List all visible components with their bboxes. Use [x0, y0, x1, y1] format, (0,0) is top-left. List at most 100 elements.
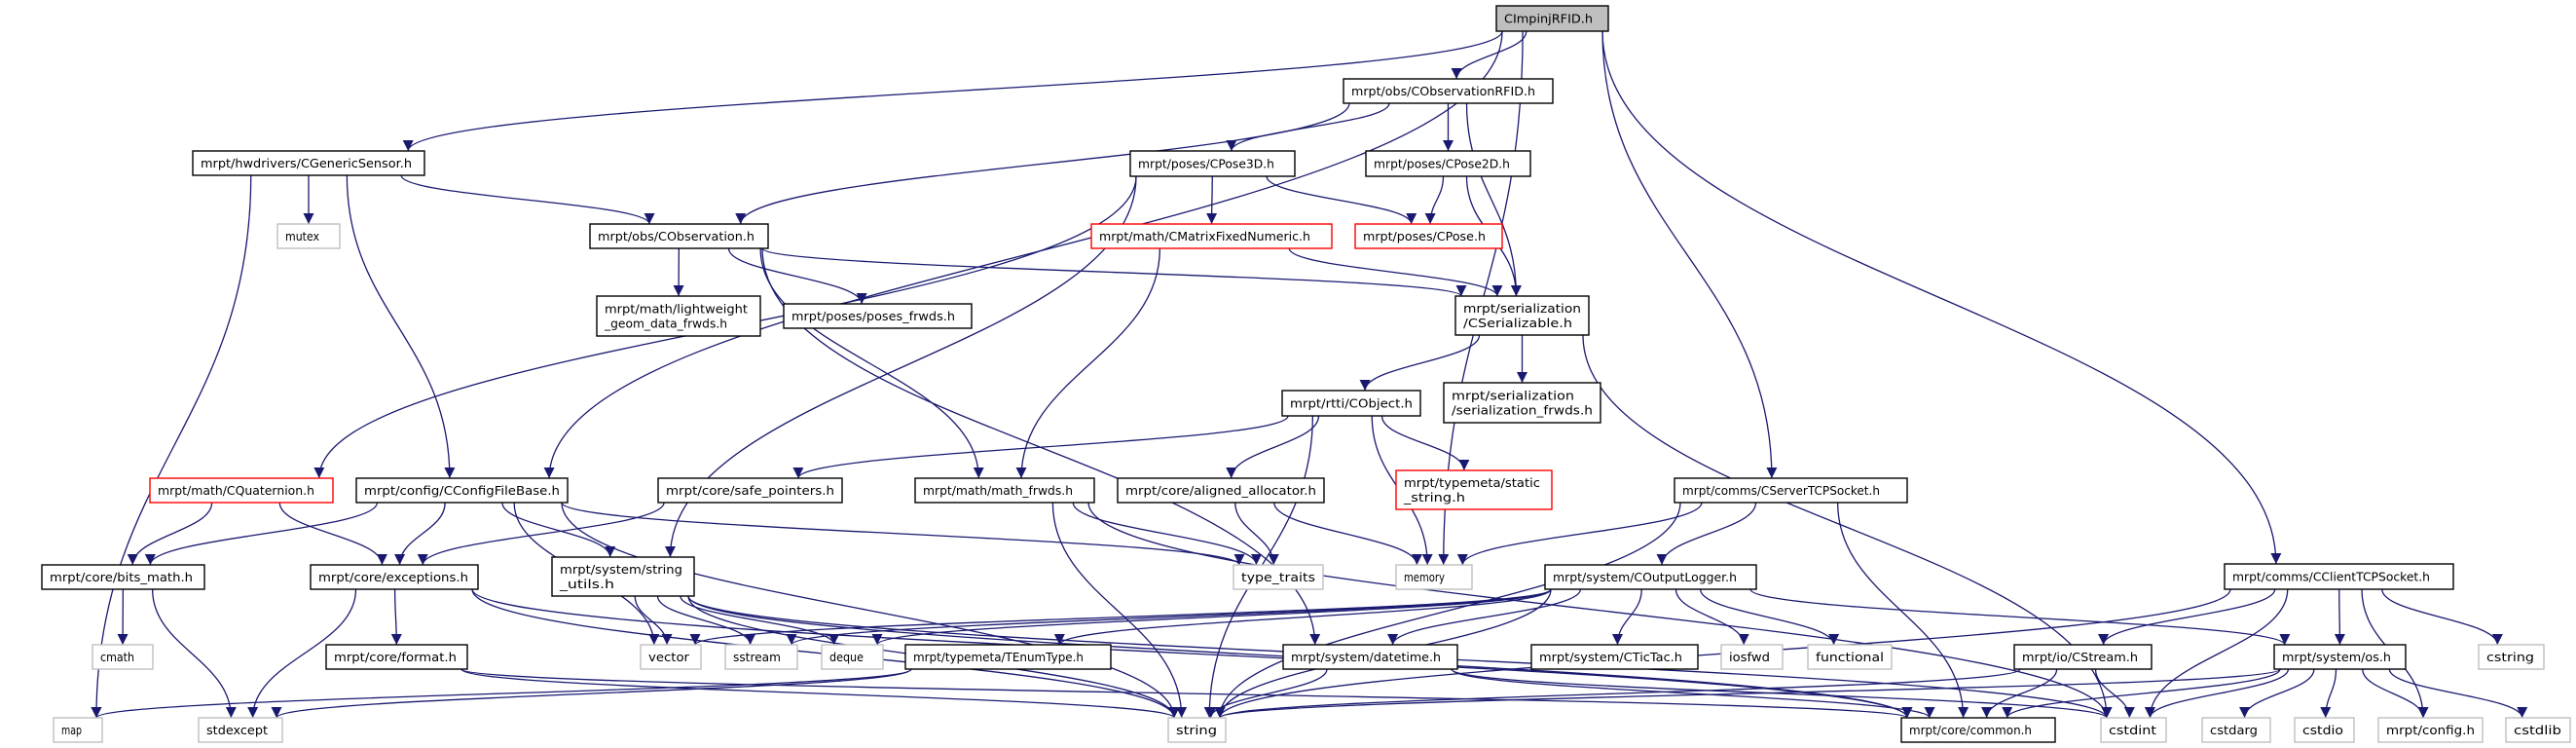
edge-clienttcp-to-cstring	[2381, 588, 2503, 646]
node-pose[interactable]: mrpt/poses/CPose.h	[1354, 223, 1503, 249]
node-common[interactable]: mrpt/core/common.h	[1900, 717, 2056, 743]
node-box	[1544, 564, 1757, 590]
node-exceptions[interactable]: mrpt/core/exceptions.h	[310, 564, 479, 590]
node-box	[1167, 717, 1227, 743]
node-root[interactable]: CImpinjRFID.h	[1495, 5, 1609, 32]
node-observation[interactable]: mrpt/obs/CObservation.h	[589, 223, 769, 249]
node-string: string	[1167, 717, 1227, 743]
node-label: mrpt/obs/CObservation.h	[598, 229, 754, 243]
node-stream[interactable]: mrpt/io/CStream.h	[2013, 644, 2153, 670]
edge-pose2d-to-pose	[1424, 175, 1445, 225]
node-pose2d[interactable]: mrpt/poses/CPose2D.h	[1365, 150, 1531, 177]
edge-clienttcp-to-cstdint	[2144, 588, 2289, 719]
node-outputlogger[interactable]: mrpt/system/COutputLogger.h	[1544, 564, 1757, 590]
node-box	[1530, 644, 1699, 670]
node-cstdarg: cstdarg	[2201, 717, 2271, 743]
edge-cobject-to-safeptr	[792, 415, 1289, 479]
nodes-layer: CImpinjRFID.h mrpt/obs/CObservationRFID.h…	[41, 5, 2571, 743]
edge-format-to-string	[460, 668, 1180, 719]
node-box	[1395, 564, 1473, 590]
node-mathfrwds[interactable]: mrpt/math/math_frwds.h	[914, 477, 1095, 504]
node-box	[904, 644, 1112, 670]
node-gensensor[interactable]: mrpt/hwdrivers/CGenericSensor.h	[192, 150, 425, 176]
edge-mathfrwds-to-cstdint	[1087, 502, 2113, 719]
node-servertcp[interactable]: mrpt/comms/CServerTCPSocket.h	[1674, 477, 1908, 504]
edge-observation-to-serializable	[761, 247, 1467, 297]
node-box	[53, 717, 103, 743]
node-label: mrpt/core/aligned_allocator.h	[1125, 483, 1316, 498]
node-box	[1129, 150, 1296, 177]
node-box	[640, 644, 702, 670]
node-box	[2377, 717, 2484, 743]
node-label: cstdarg	[2210, 723, 2258, 737]
node-box	[1117, 477, 1325, 504]
node-label: mrpt/comms/CServerTCPSocket.h	[1682, 483, 1880, 498]
node-label: cstdlib	[2514, 723, 2561, 737]
edge-gensensor-to-map	[91, 174, 252, 719]
edge-datetime-to-cstdint	[1451, 668, 2113, 719]
node-label: string	[1176, 723, 1217, 737]
node-box	[198, 717, 283, 743]
node-box	[2273, 644, 2407, 670]
edge-outputlogger-to-tenum	[1054, 588, 1552, 646]
node-deque: deque	[821, 644, 884, 670]
edge-obsrfid-to-serializable	[1465, 102, 1522, 297]
node-label: mrpt/comms/CClientTCPSocket.h	[2232, 570, 2430, 584]
edge-gensensor-to-configfile	[346, 174, 456, 479]
edge-mathfrwds-to-typetraits	[1072, 502, 1262, 566]
node-label: mrpt/config.h	[2386, 723, 2475, 737]
node-box	[821, 644, 884, 670]
node-tictac[interactable]: mrpt/system/CTicTac.h	[1530, 644, 1699, 670]
node-format[interactable]: mrpt/core/format.h	[325, 644, 468, 670]
node-serfrwds[interactable]: mrpt/serialization/serialization_frwds.h	[1443, 382, 1601, 424]
edge-outputlogger-to-tictac	[1611, 588, 1642, 646]
edge-os-to-cstdlib	[2388, 668, 2528, 719]
node-box	[2294, 717, 2355, 743]
edge-exceptions-to-format	[390, 588, 402, 646]
node-typetraits: type_traits	[1233, 564, 1324, 590]
node-serializable[interactable]: mrpt/serialization/CSerializable.h	[1454, 295, 1590, 336]
node-os[interactable]: mrpt/system/os.h	[2273, 644, 2407, 670]
node-lightweight[interactable]: mrpt/math/lightweight_geom_data_frwds.h	[596, 295, 761, 337]
node-label: mrpt/typemeta/TEnumType.h	[913, 650, 1084, 664]
node-stringutils[interactable]: mrpt/system/string_utils.h	[551, 556, 695, 597]
node-posesfrwds[interactable]: mrpt/poses/poses_frwds.h	[783, 303, 973, 329]
node-pose3d[interactable]: mrpt/poses/CPose3D.h	[1129, 150, 1296, 177]
node-safeptr[interactable]: mrpt/core/safe_pointers.h	[657, 477, 843, 504]
node-cstdlib: cstdlib	[2505, 717, 2571, 743]
node-label: mrpt/core/safe_pointers.h	[666, 483, 834, 498]
node-matrixfixed[interactable]: mrpt/math/CMatrixFixedNumeric.h	[1090, 223, 1333, 249]
node-label: type_traits	[1241, 570, 1315, 584]
edge-stream-to-string	[1214, 668, 2021, 719]
node-clienttcp[interactable]: mrpt/comms/CClientTCPSocket.h	[2224, 563, 2454, 590]
edge-clienttcp-to-os	[2334, 588, 2345, 646]
node-obsrfid[interactable]: mrpt/obs/CObservationRFID.h	[1343, 78, 1554, 104]
node-label: vector	[648, 650, 690, 664]
node-label: mrpt/core/format.h	[334, 650, 457, 664]
node-box	[2478, 644, 2545, 670]
edge-format-to-common	[460, 668, 1912, 719]
node-label: functional	[1816, 650, 1884, 664]
node-aligned[interactable]: mrpt/core/aligned_allocator.h	[1117, 477, 1325, 504]
node-box	[2201, 717, 2271, 743]
edge-gensensor-to-observation	[400, 174, 655, 225]
edge-servertcp-to-memory	[1456, 502, 1703, 566]
edge-stringutils-to-sstream	[656, 595, 756, 646]
node-box	[2013, 644, 2153, 670]
node-label: _string.h	[1403, 490, 1465, 505]
node-tenum[interactable]: mrpt/typemeta/TEnumType.h	[904, 644, 1112, 670]
node-label: mrpt/hwdrivers/CGenericSensor.h	[201, 156, 412, 170]
node-box	[1395, 469, 1553, 510]
node-label: mrpt/system/os.h	[2282, 650, 2391, 664]
node-label: mrpt/system/CTicTac.h	[1539, 650, 1682, 664]
node-configfile[interactable]: mrpt/config/CConfigFileBase.h	[355, 477, 569, 504]
node-cobject[interactable]: mrpt/rtti/CObject.h	[1281, 390, 1421, 417]
node-bitsmath[interactable]: mrpt/core/bits_math.h	[41, 564, 205, 590]
node-label: /serialization_frwds.h	[1452, 403, 1593, 418]
node-map: map	[53, 717, 103, 743]
node-datetime[interactable]: mrpt/system/datetime.h	[1282, 644, 1458, 670]
node-staticstring[interactable]: mrpt/typemeta/static_string.h	[1395, 469, 1553, 510]
node-quaternion[interactable]: mrpt/math/CQuaternion.h	[149, 477, 334, 504]
node-box	[657, 477, 843, 504]
